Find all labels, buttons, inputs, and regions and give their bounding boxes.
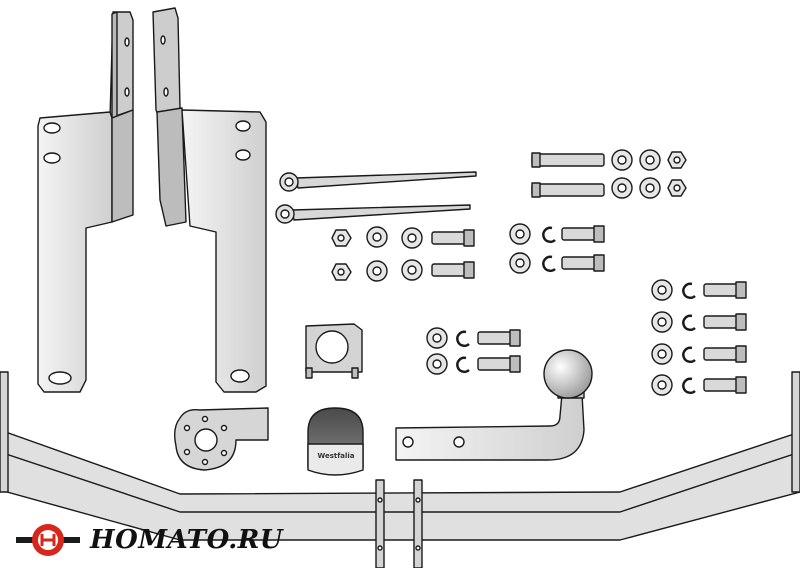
logo-emblem-icon: [16, 524, 80, 556]
main-crossbar: [0, 371, 800, 541]
tow-ball-cap: [307, 407, 364, 476]
socket-plate: [173, 407, 269, 471]
bolt-set-right: [651, 279, 747, 396]
center-mount-plate-left: [375, 479, 385, 568]
ball-cap-stamp: Westfalia: [317, 452, 354, 460]
logo-text: HOMATO.RU: [90, 525, 284, 555]
tie-rod-lower: [275, 204, 471, 224]
bolt-set-center: [426, 327, 521, 375]
tow-ball: [543, 349, 593, 399]
socket-bracket: [305, 323, 363, 379]
left-side-bracket: [37, 11, 134, 393]
center-mount-plate-right: [413, 479, 423, 568]
right-side-bracket: [152, 7, 267, 393]
long-bolt-set: [531, 149, 687, 199]
tie-rod-upper: [279, 171, 477, 192]
bolt-set-middle: [331, 226, 475, 282]
bolt-set-right-middle: [509, 223, 605, 274]
brand-logo[interactable]: HOMATO.RU: [12, 518, 283, 562]
